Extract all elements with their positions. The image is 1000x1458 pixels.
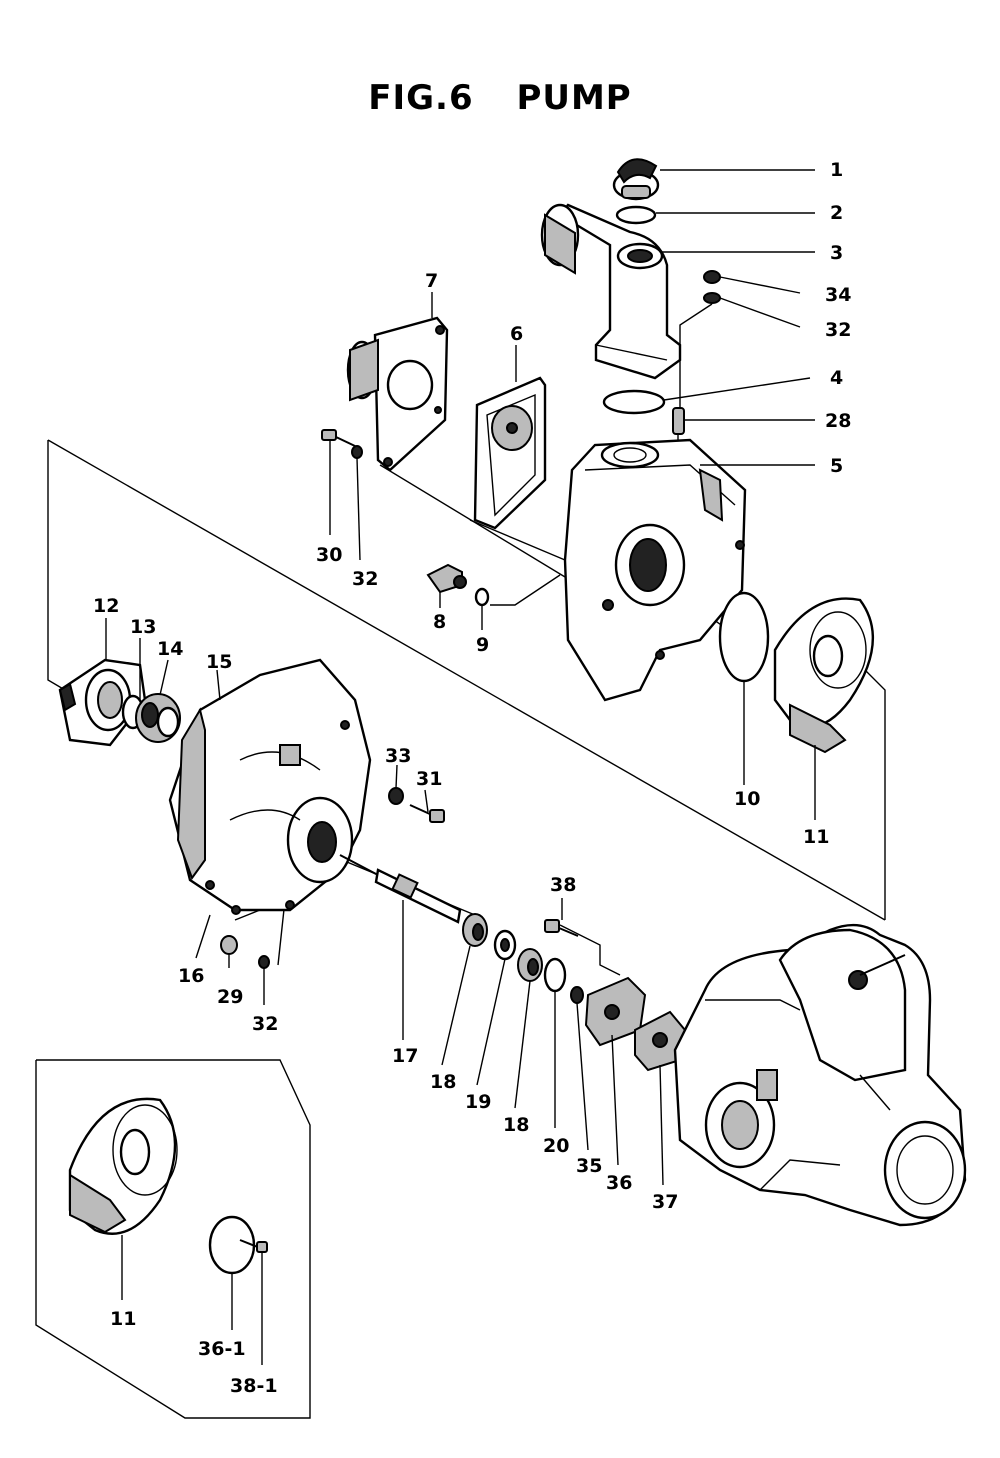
part-19-spacer bbox=[493, 929, 517, 961]
label-35: 35 bbox=[576, 1155, 602, 1177]
part-14-mechanical-seal bbox=[135, 693, 181, 743]
inset-part-11-cover bbox=[68, 1097, 178, 1235]
label-7: 7 bbox=[425, 270, 438, 292]
part-32-washer-flange bbox=[351, 445, 363, 459]
label-29: 29 bbox=[217, 986, 243, 1008]
part-6-gasket bbox=[473, 376, 547, 530]
engine-assembly bbox=[673, 923, 967, 1227]
label-34: 34 bbox=[825, 284, 851, 306]
label-36-1: 36-1 bbox=[198, 1338, 246, 1360]
label-28: 28 bbox=[825, 410, 851, 432]
label-38-1: 38-1 bbox=[230, 1375, 278, 1397]
part-7-suction-flange bbox=[346, 316, 449, 472]
part-18-bearing-a bbox=[462, 913, 488, 947]
label-11-inset: 11 bbox=[110, 1308, 136, 1330]
label-15: 15 bbox=[206, 651, 232, 673]
label-1: 1 bbox=[830, 159, 843, 181]
part-3-elbow-fitting bbox=[540, 203, 682, 380]
figure-title: FIG.6 PUMP bbox=[368, 78, 632, 118]
part-1-filler-cap bbox=[612, 158, 660, 201]
label-18-b: 18 bbox=[503, 1114, 529, 1136]
label-16: 16 bbox=[178, 965, 204, 987]
part-32-washer-casing bbox=[258, 955, 270, 969]
part-20-snap-ring bbox=[543, 957, 567, 993]
label-5: 5 bbox=[830, 455, 843, 477]
part-2-o-ring bbox=[615, 205, 657, 225]
label-17: 17 bbox=[392, 1045, 418, 1067]
part-32-washer-top bbox=[679, 292, 721, 408]
label-14: 14 bbox=[157, 638, 183, 660]
part-34-nut bbox=[703, 270, 721, 284]
label-12: 12 bbox=[93, 595, 119, 617]
label-32-flange: 32 bbox=[352, 568, 378, 590]
label-32-top: 32 bbox=[825, 319, 851, 341]
label-8: 8 bbox=[433, 611, 446, 633]
callout-labels: 1 2 3 34 32 4 28 5 7 6 30 32 8 9 10 11 1… bbox=[93, 159, 851, 1397]
part-12-impeller bbox=[58, 658, 147, 747]
label-20: 20 bbox=[543, 1135, 569, 1157]
label-4: 4 bbox=[830, 367, 843, 389]
part-38-bolt bbox=[544, 919, 579, 937]
leader-lines bbox=[105, 169, 816, 1365]
inset-part-38-1-bolt bbox=[256, 1241, 268, 1253]
label-37: 37 bbox=[652, 1191, 678, 1213]
part-15-pump-casing bbox=[168, 658, 372, 915]
part-35-nut bbox=[570, 986, 584, 1004]
part-5-pump-body bbox=[563, 438, 747, 702]
inset-part-36-1-plate bbox=[208, 1215, 261, 1275]
part-8-drain-plug bbox=[426, 563, 467, 594]
part-30-bolt bbox=[321, 429, 356, 447]
label-2: 2 bbox=[830, 202, 843, 224]
label-38: 38 bbox=[550, 874, 576, 896]
inset-box bbox=[35, 1059, 311, 1419]
part-4-o-ring bbox=[602, 389, 666, 415]
part-9-o-ring bbox=[474, 587, 490, 607]
label-36: 36 bbox=[606, 1172, 632, 1194]
label-10: 10 bbox=[734, 788, 760, 810]
part-28-stud bbox=[672, 407, 685, 435]
label-6: 6 bbox=[510, 323, 523, 345]
label-9: 9 bbox=[476, 634, 489, 656]
label-3: 3 bbox=[830, 242, 843, 264]
part-29-nut bbox=[220, 935, 238, 955]
label-19: 19 bbox=[465, 1091, 491, 1113]
part-33-washer bbox=[388, 787, 404, 805]
label-33: 33 bbox=[385, 745, 411, 767]
part-10-o-ring bbox=[718, 591, 770, 683]
part-17-shaft bbox=[339, 854, 462, 924]
part-11-cover bbox=[773, 597, 875, 754]
part-18-bearing-b bbox=[517, 948, 543, 982]
label-11: 11 bbox=[803, 826, 829, 848]
label-13: 13 bbox=[130, 616, 156, 638]
label-32-casing: 32 bbox=[252, 1013, 278, 1035]
part-31-bolt bbox=[409, 804, 445, 823]
label-31: 31 bbox=[416, 768, 442, 790]
label-30: 30 bbox=[316, 544, 342, 566]
label-18-a: 18 bbox=[430, 1071, 456, 1093]
